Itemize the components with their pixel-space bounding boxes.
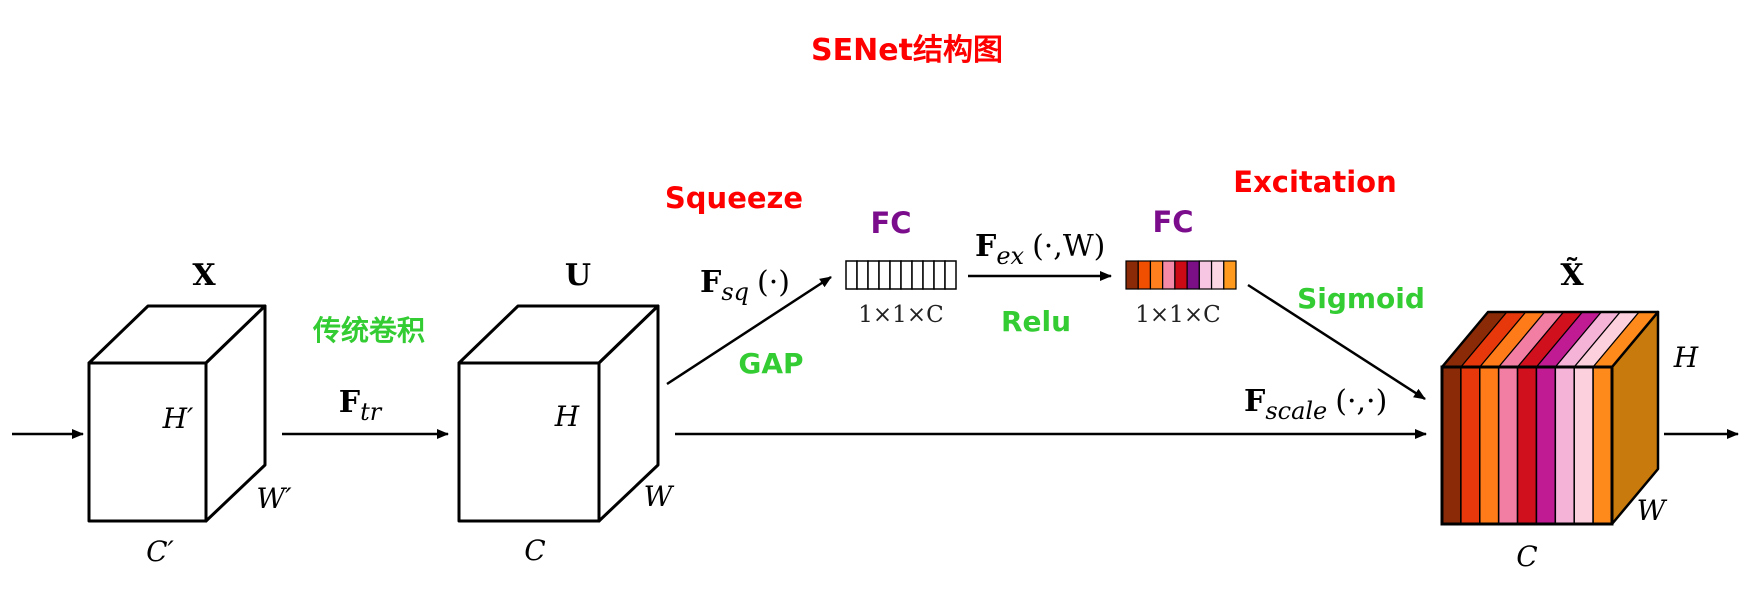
fc1-label: FC [870,206,911,240]
fsq-arrow [666,275,832,386]
fc2-label: FC [1152,205,1193,239]
sigmoid-arrow [1247,283,1426,401]
vector1-cell [900,260,913,290]
tensor-u-width: W [644,480,675,513]
tensor-x-height: H′ [162,402,194,435]
tensor-xt-name: X̃ [1560,258,1584,293]
vector1-cell [856,260,869,290]
output-channel-stripe [1573,366,1594,525]
vector2-cell [1174,260,1188,290]
output-channel-stripe [1554,366,1575,525]
tensor-xt-width: W [1637,494,1668,527]
excitation-vector [1125,260,1237,290]
vector1-cell [944,260,957,290]
vector1-cell [867,260,880,290]
squeeze-label: Squeeze [665,181,803,215]
tensor-u [457,304,660,523]
excitation-label: Excitation [1233,165,1396,199]
vector2-cell [1162,260,1176,290]
vector2-cell [1198,260,1213,290]
gap-label: GAP [738,347,803,380]
vector2-cell [1149,260,1164,290]
output-channel-stripe [1441,366,1462,525]
fex-operator: Fex(·,W) [975,229,1105,270]
conv-label: 传统卷积 [312,314,425,347]
output-channel-stripe [1516,366,1538,525]
tensor-u-name: U [565,258,591,293]
vector1-cell [889,260,902,290]
vector2-cell [1210,260,1225,290]
sigmoid-label: Sigmoid [1297,282,1425,315]
vector1-dims: 1×1×C [858,302,943,328]
tensor-u-channels: C [524,534,545,567]
tensor-x-name: X [192,258,216,293]
vector1-cell [922,260,935,290]
vector1-cell [933,260,946,290]
vector2-cell [1137,260,1152,290]
ftr-operator: Ftr [339,385,383,426]
output-top-outline [1440,310,1660,369]
vector1-cell [845,260,858,290]
output-channel-stripe [1497,366,1519,525]
diagram-title: SENet结构图 [811,33,1003,68]
vector2-cell [1223,260,1237,290]
output-channel-stripe [1460,366,1481,525]
vector1-cell [878,260,891,290]
vector2-cell [1186,260,1200,290]
tensor-xt-height: H [1673,341,1699,374]
squeeze-vector [845,260,957,290]
tensor-u-height: H [554,400,580,433]
fscale-operator: Fscale(·,·) [1244,384,1387,425]
tensor-x-width: W′ [256,482,292,515]
output-channel-stripe [1592,366,1613,525]
output-channel-stripe [1479,366,1500,525]
vector1-cell [911,260,924,290]
vector2-cell [1125,260,1139,290]
tensor-xt-channels: C [1516,540,1537,573]
relu-label: Relu [1001,305,1071,338]
output-channel-stripe [1535,366,1557,525]
tensor-x-channels: C′ [146,535,174,568]
fsq-operator: Fsq(·) [700,265,790,306]
vector2-dims: 1×1×C [1135,302,1220,328]
output-tensor-x-tilde [1440,310,1660,526]
input-tensor-x [87,304,267,523]
